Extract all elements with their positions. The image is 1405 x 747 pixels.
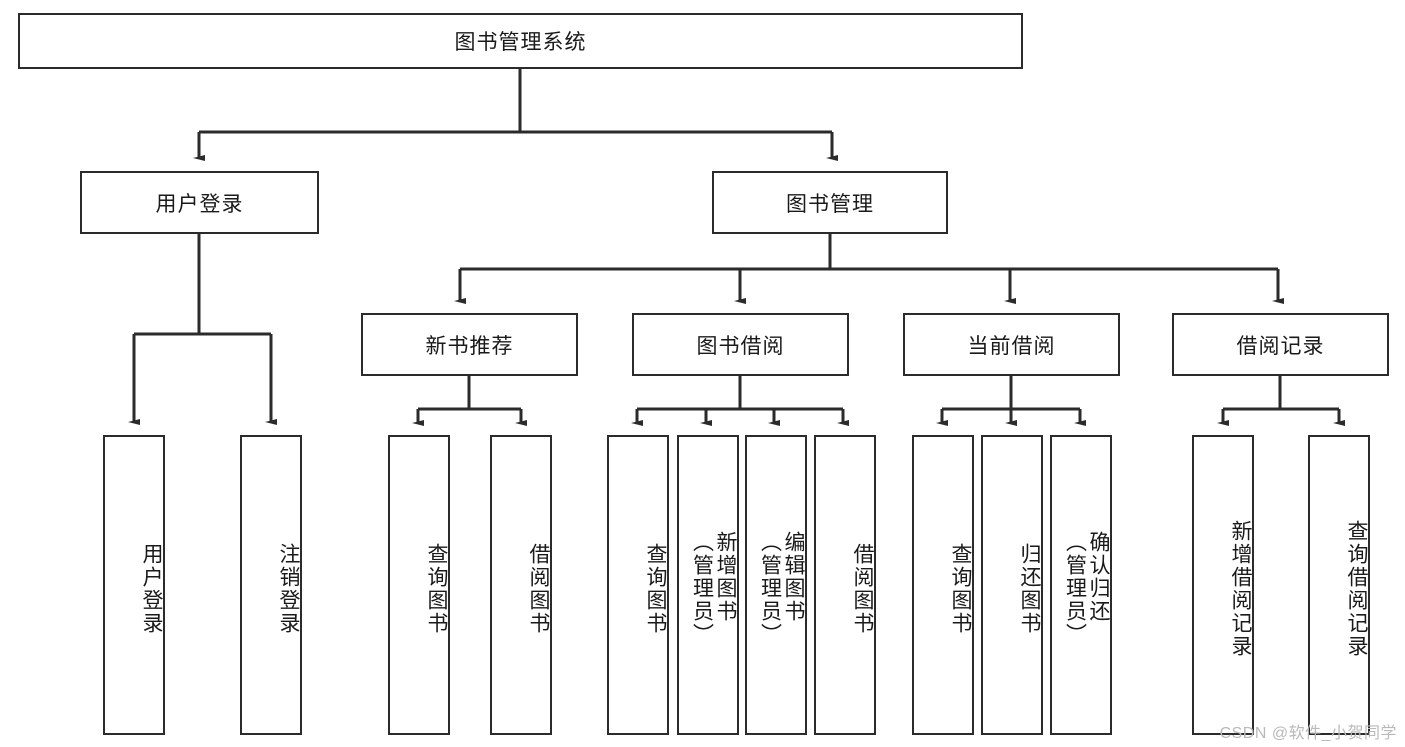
node-label: 查询图书 [644,543,667,635]
csdn-watermark: CSDN @软件_小贺同学 [1219,725,1397,742]
leaf-user-login-logout[interactable]: 注销登录 [240,435,302,735]
node-label: 查询图书 [949,543,972,635]
leaf-current-borrow-confirm-return[interactable]: 确认归还 （管理员） [1050,435,1112,735]
leaf-borrow-records-query[interactable]: 查询借阅记录 [1308,435,1370,735]
leaf-current-borrow-return[interactable]: 归还图书 [981,435,1043,735]
node-book-management[interactable]: 图书管理 [712,171,948,234]
node-label: 用户登录 [140,543,163,635]
node-label: 借阅图书 [527,543,550,635]
leaf-borrow-records-add[interactable]: 新增借阅记录 [1192,435,1254,735]
node-user-login[interactable]: 用户登录 [80,171,319,234]
node-root-book-management-system[interactable]: 图书管理系统 [18,13,1023,69]
leaf-book-borrow-borrow[interactable]: 借阅图书 [814,435,876,735]
leaf-new-book-borrow[interactable]: 借阅图书 [490,435,552,735]
leaf-book-borrow-query[interactable]: 查询图书 [607,435,669,735]
node-label: 确认归还 （管理员） [1063,530,1110,646]
node-current-borrow[interactable]: 当前借阅 [903,313,1120,376]
node-label: 当前借阅 [967,334,1056,358]
node-label: 查询借阅记录 [1345,520,1368,658]
node-label: 新书推荐 [425,334,514,358]
node-label: 图书借阅 [696,334,785,358]
node-label: 借阅记录 [1236,334,1325,358]
leaf-book-borrow-add[interactable]: 新增图书 （管理员） [677,435,739,735]
leaf-current-borrow-query[interactable]: 查询图书 [912,435,974,735]
node-book-borrow[interactable]: 图书借阅 [632,313,849,376]
node-label: 注销登录 [277,543,300,635]
node-label: 归还图书 [1018,543,1041,635]
leaf-book-borrow-edit[interactable]: 编辑图书 （管理员） [745,435,807,735]
node-borrow-records[interactable]: 借阅记录 [1172,313,1389,376]
node-label: 查询图书 [425,543,448,635]
leaf-new-book-query[interactable]: 查询图书 [388,435,450,735]
node-new-book-recommend[interactable]: 新书推荐 [361,313,578,376]
node-label: 新增借阅记录 [1229,520,1252,658]
node-label: 图书管理 [786,192,874,216]
node-label: 新增图书 （管理员） [690,530,737,646]
leaf-user-login-login[interactable]: 用户登录 [103,435,165,735]
node-label: 借阅图书 [851,543,874,635]
node-label: 图书管理系统 [454,31,587,54]
node-label: 用户登录 [155,192,244,216]
node-label: 编辑图书 （管理员） [758,530,805,646]
